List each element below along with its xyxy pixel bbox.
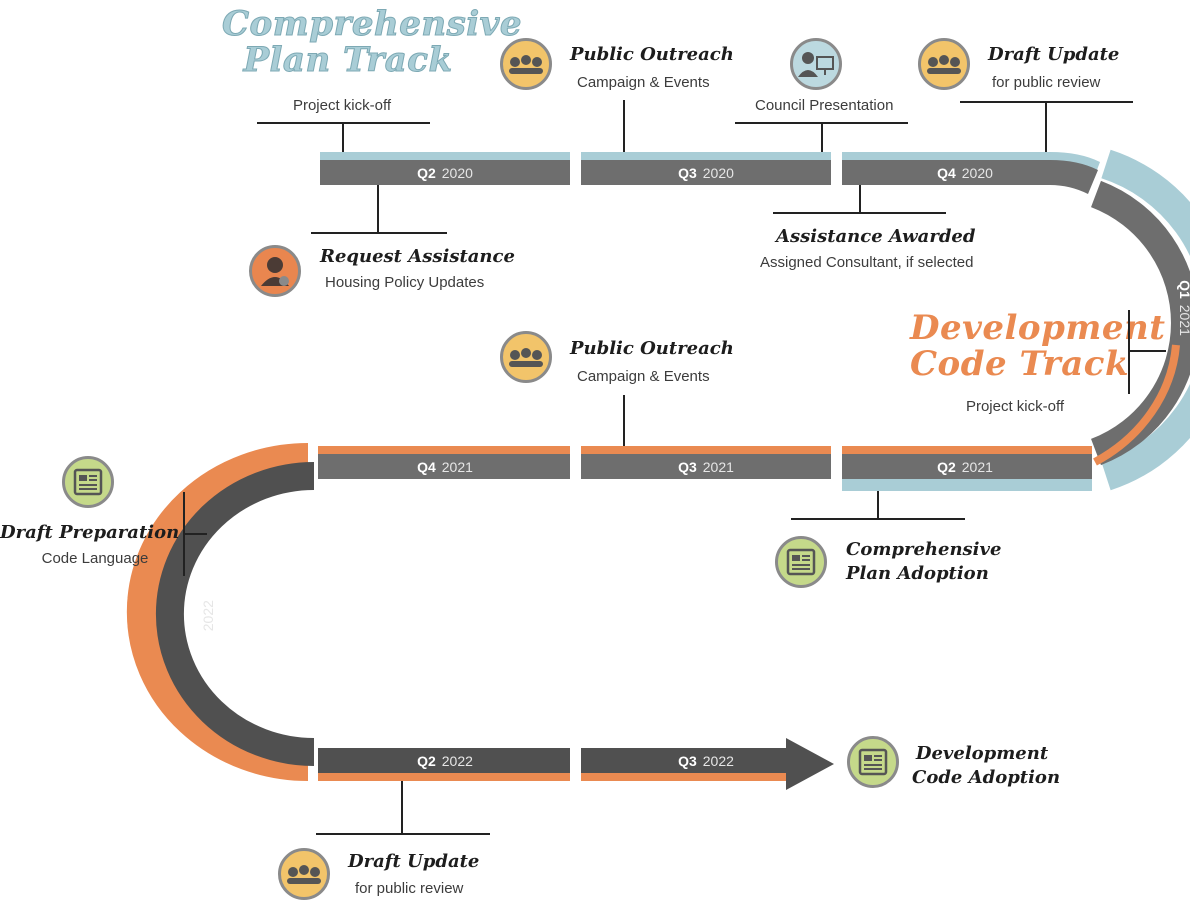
milestone-title: Assistance Awarded: [776, 226, 976, 247]
svg-text:Q12021: Q12021: [1177, 280, 1190, 336]
milestone-title: Development Code Adoption: [912, 743, 1061, 788]
milestone-subtitle: for public review: [992, 74, 1101, 91]
people-icon: [278, 848, 330, 900]
milestone-title: Request Assistance: [320, 246, 515, 267]
quarter-label: Q2: [417, 753, 436, 769]
connector-stem: [1128, 350, 1166, 352]
connector-stem: [877, 491, 879, 519]
milestone-subtitle: Campaign & Events: [577, 368, 710, 385]
people-icon: [918, 38, 970, 90]
quarter-label: Q3: [678, 459, 697, 475]
connector-stem: [183, 533, 207, 535]
milestone-title: Public Outreach: [570, 338, 734, 359]
quarter-label: Q4: [417, 459, 436, 475]
connector-stem: [377, 185, 379, 233]
document-icon: [847, 736, 899, 788]
road-segment-q1-2022: Q12022: [126, 443, 315, 781]
milestone-subtitle: Campaign & Events: [577, 74, 710, 91]
connector-stem: [342, 122, 344, 152]
comprehensive-kickoff-label: Project kick-off: [292, 97, 392, 114]
development-track-title: Development Code Track: [910, 308, 1166, 384]
connector-stem: [859, 185, 861, 213]
road-segment-q1-2021: Q12021: [1090, 149, 1190, 491]
connector-stem: [401, 781, 403, 834]
connector-bar: [311, 232, 447, 234]
connector-stem: [1045, 101, 1047, 152]
document-icon: [775, 536, 827, 588]
quarter-label: Q2: [417, 165, 436, 181]
milestone-title: Comprehensive Plan Adoption: [846, 539, 1002, 584]
svg-text:Q12022: Q12022: [200, 600, 216, 656]
arrow-head: [786, 738, 834, 790]
connector-stem: [623, 100, 625, 152]
connector-bar: [773, 212, 946, 214]
comprehensive-track-title: Comprehensive Plan Track: [222, 4, 523, 80]
milestone-title: Draft Preparation: [0, 522, 180, 543]
milestone-subtitle: Code Language: [41, 550, 149, 567]
connector-stem: [623, 395, 625, 446]
quarter-label: Q4: [937, 165, 956, 181]
quarter-label: Q3: [678, 165, 697, 181]
milestone-title: Public Outreach: [570, 44, 734, 65]
quarter-label: Q1: [200, 637, 216, 656]
milestone-subtitle: Council Presentation: [755, 97, 894, 114]
development-kickoff-label: Project kick-off: [965, 398, 1065, 415]
connector-bar: [1128, 310, 1130, 394]
milestone-subtitle: Assigned Consultant, if selected: [760, 254, 974, 271]
quarter-label: Q3: [678, 753, 697, 769]
connector-stem: [821, 122, 823, 152]
people-icon: [500, 331, 552, 383]
people-icon: [500, 38, 552, 90]
milestone-title: Draft Update: [988, 44, 1120, 65]
milestone-title: Draft Update: [348, 851, 480, 872]
connector-bar: [791, 518, 965, 520]
milestone-subtitle: Housing Policy Updates: [325, 274, 485, 291]
milestone-subtitle: for public review: [355, 880, 464, 897]
person-icon: [249, 245, 301, 297]
quarter-label: Q2: [937, 459, 956, 475]
connector-bar: [316, 833, 490, 835]
quarter-label: Q1: [1177, 280, 1190, 299]
presentation-icon: [790, 38, 842, 90]
document-icon: [62, 456, 114, 508]
